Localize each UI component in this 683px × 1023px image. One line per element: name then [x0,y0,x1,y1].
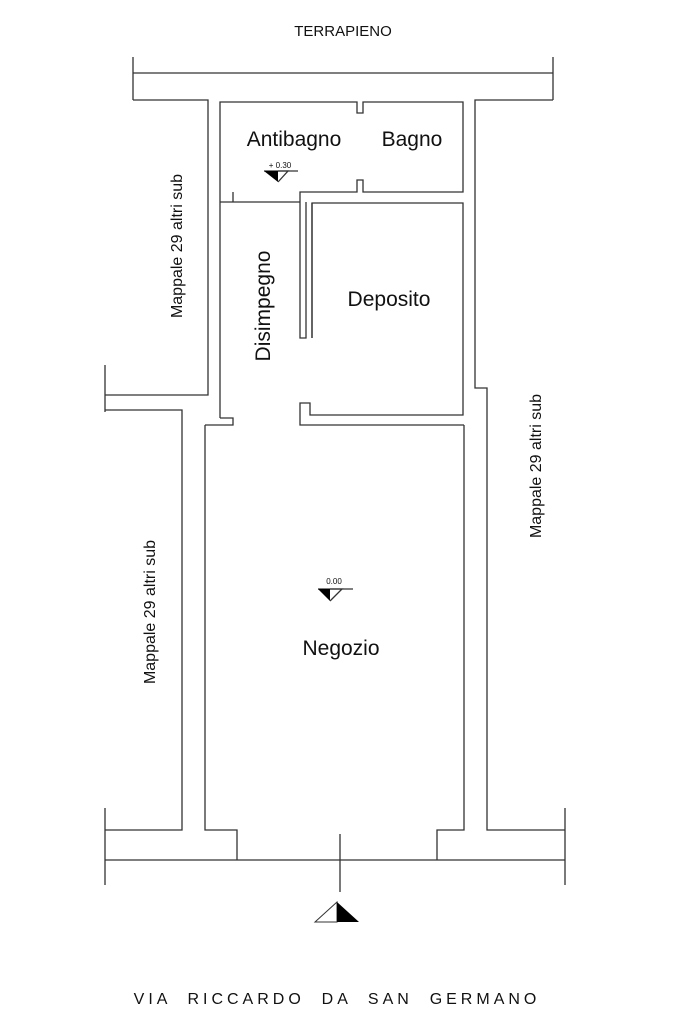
room-bagno: Bagno [382,128,443,151]
level-marker-ground: 0.00 [318,577,353,602]
svg-text:+ 0.30: + 0.30 [269,161,292,170]
neighbor-left-upper: Mappale 29 altri sub [169,174,186,318]
walls [104,57,566,892]
street-label: VIA RICCARDO DA SAN GERMANO [134,991,541,1008]
room-negozio: Negozio [302,637,379,660]
terrapieno-label: TERRAPIENO [294,23,392,40]
neighbor-left-lower: Mappale 29 altri sub [142,540,159,684]
room-deposito: Deposito [348,288,431,311]
svg-text:0.00: 0.00 [326,577,342,586]
neighbor-right: Mappale 29 altri sub [528,394,545,538]
section-marker-icon [313,900,359,923]
room-disimpegno: Disimpegno [252,251,275,362]
room-antibagno: Antibagno [247,128,342,151]
level-marker-upper: + 0.30 [264,161,298,183]
